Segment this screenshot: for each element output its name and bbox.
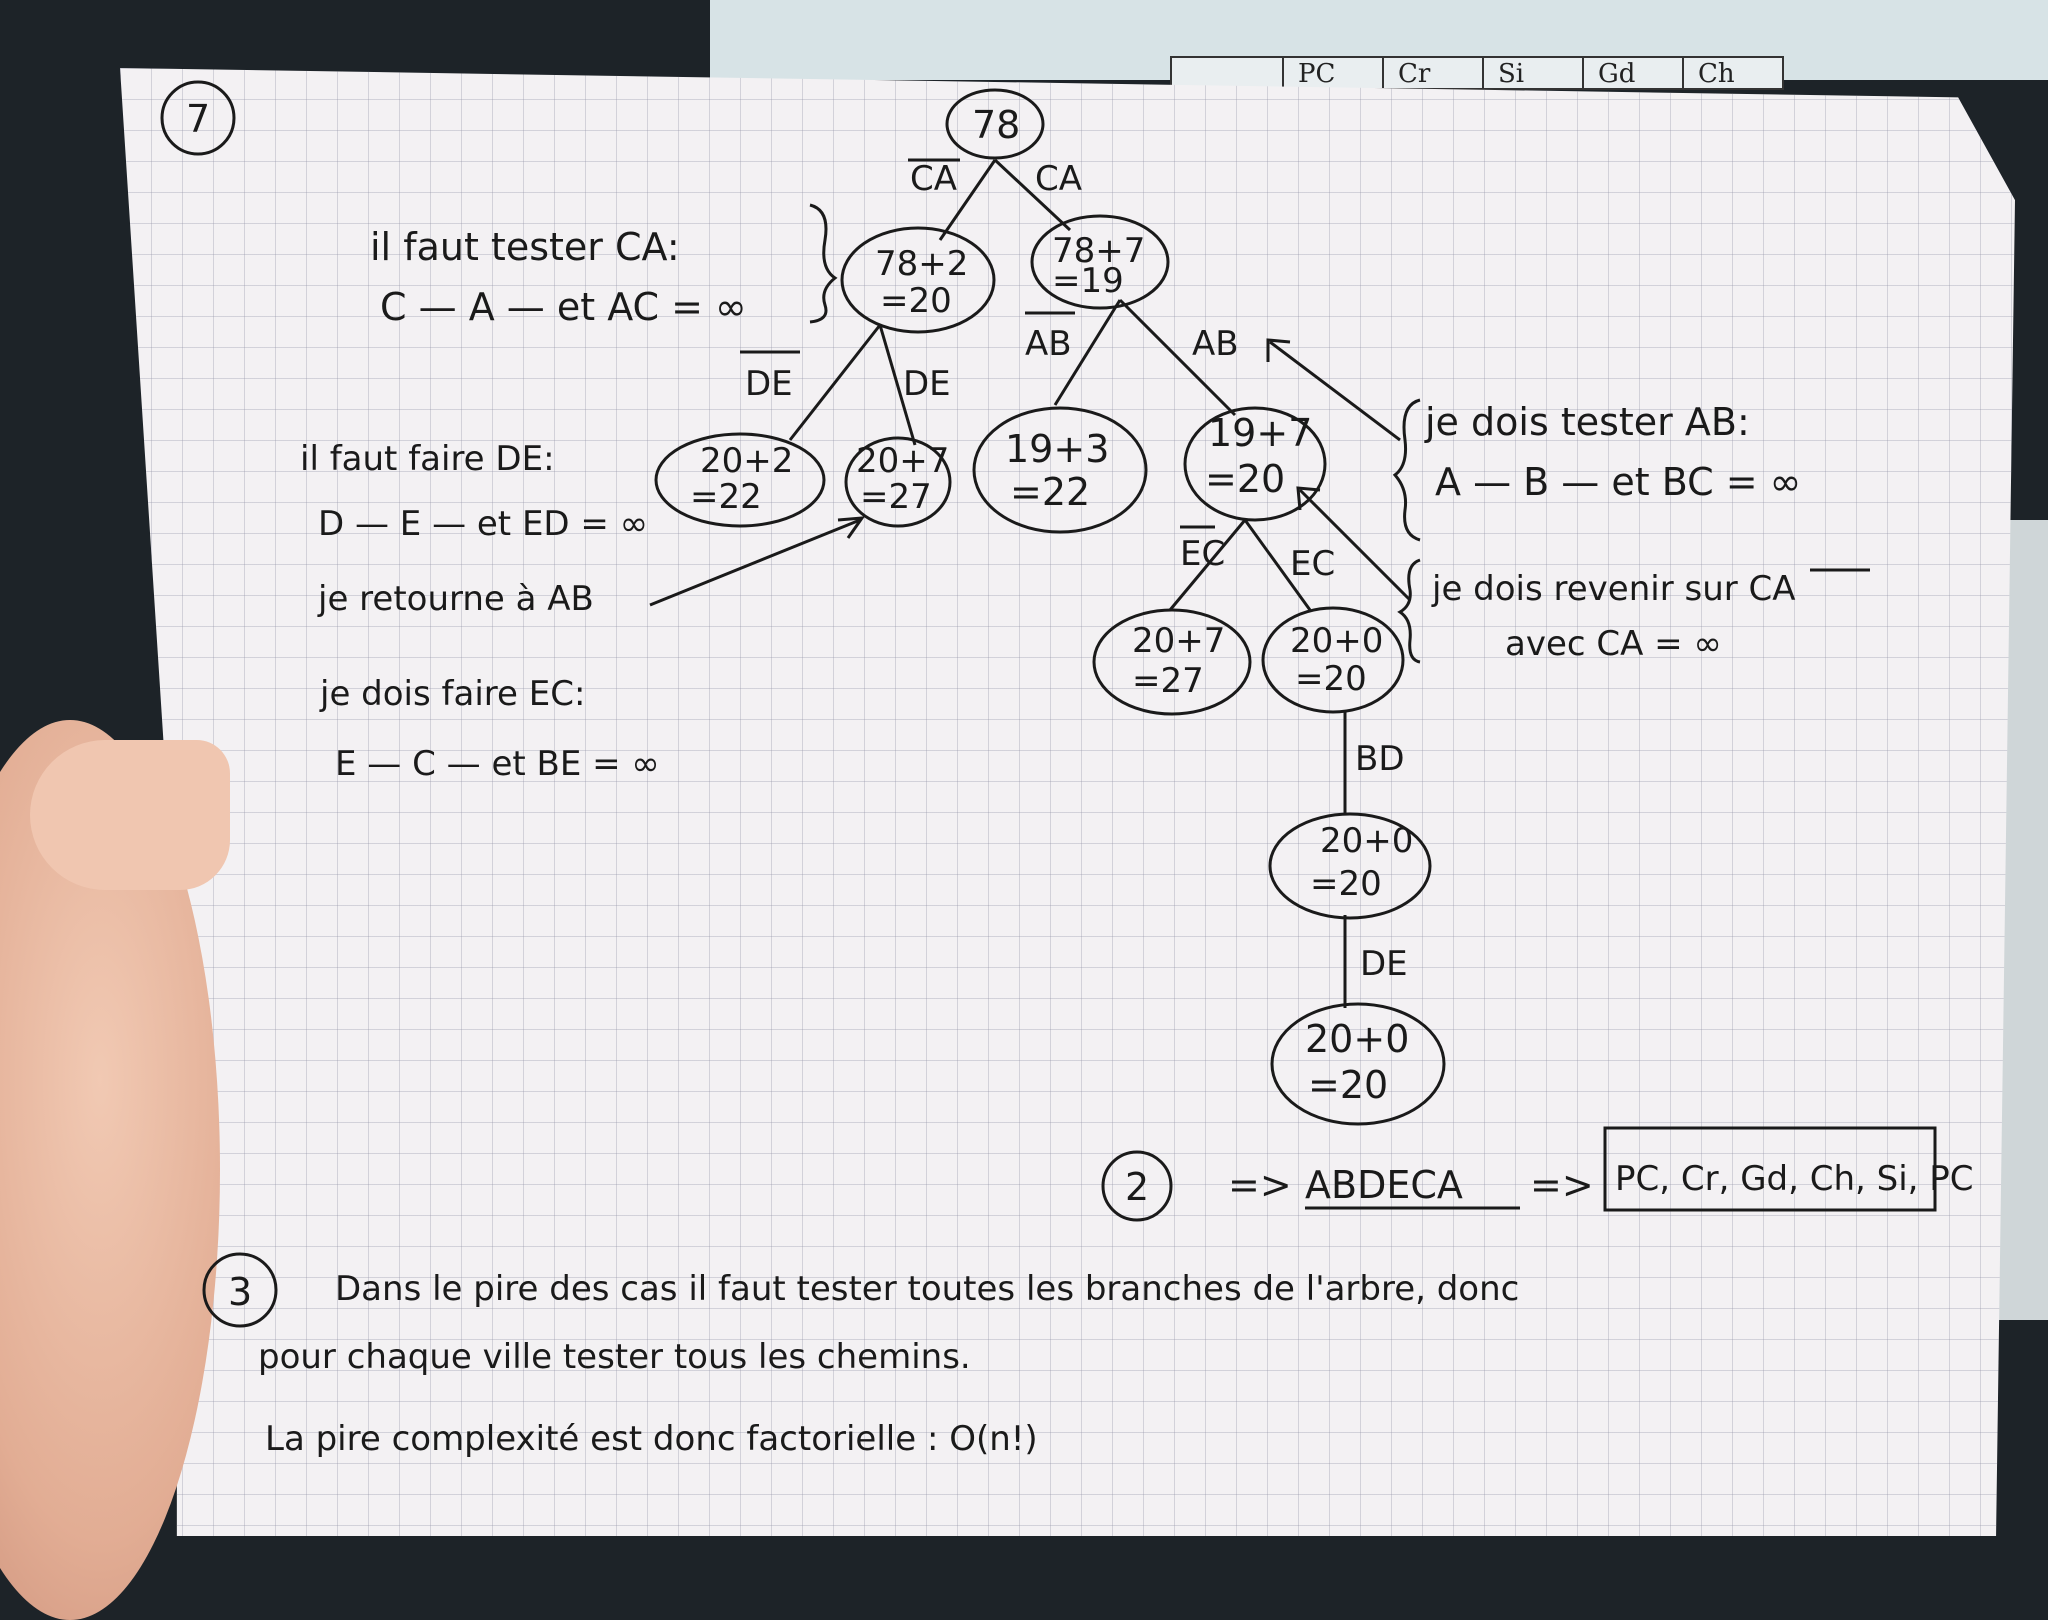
table-header-cell: Si (1482, 58, 1582, 89)
thumb (30, 740, 230, 890)
note-text: => (1530, 1163, 1594, 1207)
question-marker-circle (160, 80, 236, 156)
edge-label: AB (1025, 324, 1072, 364)
edge-label: DE (745, 364, 793, 404)
tree-node-label: =20 (1310, 864, 1382, 904)
note-text: avec CA = ∞ (1505, 624, 1722, 664)
note-text: E — C — et BE = ∞ (335, 744, 660, 784)
answer-line: pour chaque ville tester tous les chemin… (258, 1337, 971, 1377)
screen-table-header: PC Cr Si Gd Ch (1170, 56, 1784, 90)
note-text: je retourne à AB (317, 579, 594, 619)
tree-node-root (945, 88, 1045, 160)
tree-node-label: 78+7 (1052, 231, 1145, 271)
note-text: je dois tester AB: (1424, 400, 1750, 444)
handwritten-notes: 7 78 78+2 =20 78+7 =19 20+2 =22 20+7 =27… (160, 80, 1974, 1459)
tree-node-label: =19 (1052, 261, 1124, 301)
tree-node-label: =20 (1295, 659, 1367, 699)
tree-node-label: =20 (880, 281, 952, 321)
edge-label: DE (1360, 944, 1408, 984)
tree-node-label: 20+0 (1320, 821, 1413, 861)
tree-node-label: 20+0 (1290, 621, 1383, 661)
table-header-cell: Cr (1382, 58, 1482, 89)
tree-node (1268, 812, 1432, 920)
tree-node-label: 20+7 (1132, 621, 1225, 661)
tree-node-label: =27 (860, 477, 932, 517)
answer-line: Dans le pire des cas il faut tester tout… (335, 1269, 1519, 1309)
edge-label: DE (903, 364, 951, 404)
tree-node-root-label: 78 (972, 103, 1020, 147)
question-marker-circle (202, 1252, 278, 1328)
edge-label: CA (1035, 159, 1082, 199)
answer-text: PC, Cr, Gd, Ch, Si, PC (1615, 1159, 1974, 1199)
tree-node (1092, 608, 1252, 716)
tree-node (844, 436, 952, 528)
tree-node (840, 226, 996, 334)
tree-node (1030, 214, 1170, 310)
answer-line: La pire complexité est donc factorielle … (265, 1419, 1038, 1459)
question-marker: 2 (1125, 1165, 1149, 1209)
edge-label: AB (1192, 324, 1239, 364)
tree-node-label: 19+7 (1208, 411, 1312, 455)
tree-node-label: 20+0 (1305, 1017, 1409, 1061)
edge-label: CA (910, 159, 957, 199)
path-answer: ABDECA (1305, 1163, 1463, 1207)
table-header-cell: PC (1282, 58, 1382, 89)
tree-node-label: =27 (1132, 661, 1204, 701)
tree-node (1270, 1002, 1446, 1126)
note-text: => (1228, 1163, 1292, 1207)
note-text: A — B — et BC = ∞ (1435, 460, 1801, 504)
tree-node (1261, 606, 1405, 714)
note-text: D — E — et ED = ∞ (318, 504, 648, 544)
edge-label: BD (1355, 739, 1405, 779)
note-text: il faut tester CA: (370, 225, 680, 269)
tree-node-label: 20+2 (700, 441, 793, 481)
tree-node (654, 432, 826, 528)
tree-node (972, 406, 1148, 534)
grid-paper-sheet (120, 68, 2015, 1536)
note-text: je dois revenir sur CA (1431, 569, 1796, 609)
question-marker: 3 (228, 1270, 252, 1314)
answer-box (1603, 1126, 1937, 1212)
note-text: je dois faire EC: (319, 674, 585, 714)
tree-node-label: =20 (1308, 1063, 1388, 1107)
edge-label: EC (1290, 544, 1335, 584)
question-marker: 7 (186, 97, 210, 141)
tree-node-label: 20+7 (856, 441, 949, 481)
tree-node-label: 19+3 (1005, 427, 1109, 471)
tree-node (1183, 406, 1327, 522)
question-marker-circle (1101, 1150, 1173, 1222)
tree-node-label: 78+2 (875, 244, 968, 284)
tree-node-label: =20 (1205, 457, 1285, 501)
table-header-cell: Gd (1582, 58, 1682, 89)
note-text: il faut faire DE: (300, 439, 555, 479)
tree-node-label: =22 (1010, 470, 1090, 514)
tree-node-label: =22 (690, 477, 762, 517)
note-text: C — A — et AC = ∞ (380, 285, 747, 329)
edge-label: EC (1180, 534, 1225, 574)
table-header-cell: Ch (1682, 58, 1782, 89)
